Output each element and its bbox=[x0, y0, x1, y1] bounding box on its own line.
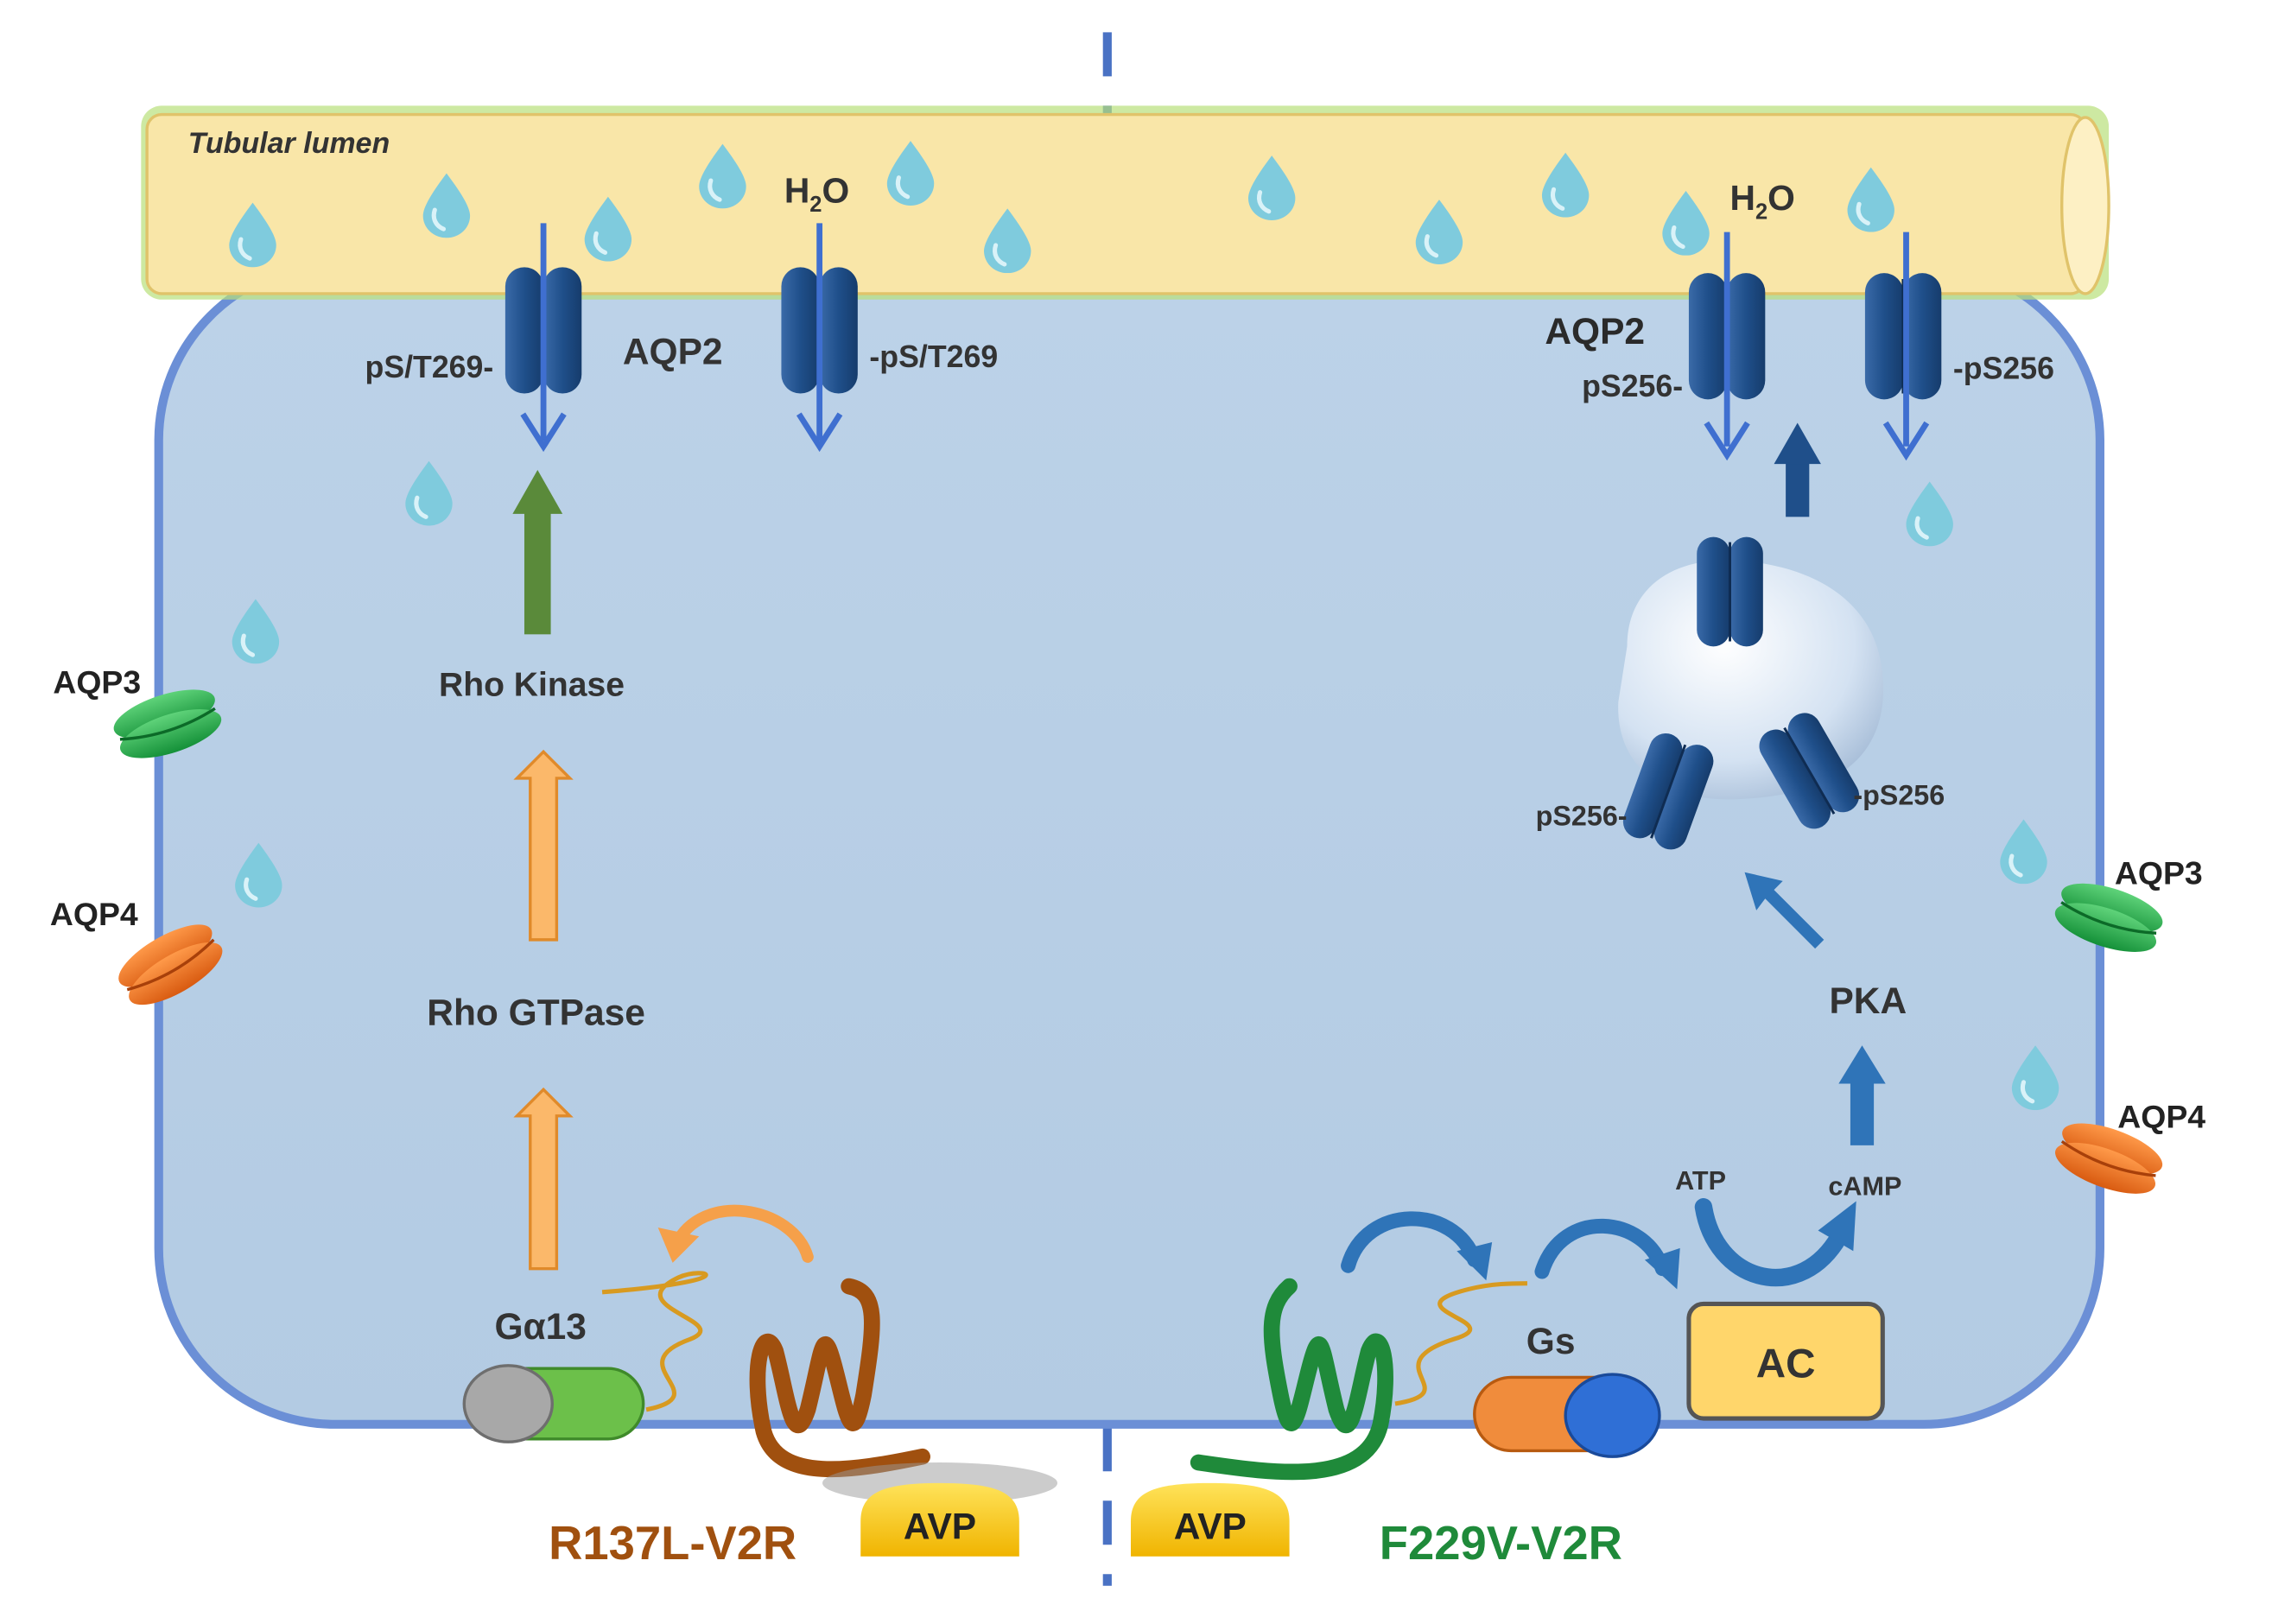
arrow-head-icon bbox=[796, 412, 843, 453]
phospho-label: -pS/T269 bbox=[869, 339, 998, 374]
aqp2-label: AQP2 bbox=[623, 333, 723, 373]
ac-label: AC bbox=[1756, 1341, 1816, 1386]
aqp3-label-left: AQP3 bbox=[53, 663, 141, 700]
gs-label: Gs bbox=[1526, 1322, 1576, 1362]
aqp4-label-right: AQP4 bbox=[2117, 1098, 2205, 1134]
aqp2-label-right: AQP2 bbox=[1545, 312, 1645, 352]
aqp2-channel-icon bbox=[1695, 536, 1765, 648]
left-receptor-label: R137L-V2R bbox=[549, 1517, 796, 1570]
atp-label: ATP bbox=[1675, 1166, 1726, 1196]
phospho-label: pS256- bbox=[1582, 369, 1683, 403]
gs-protein bbox=[1473, 1373, 1661, 1458]
g13-arrow bbox=[513, 1087, 574, 1271]
arrow-head-icon bbox=[520, 412, 567, 453]
pka-arrow bbox=[1744, 872, 1825, 949]
arrow-head-icon bbox=[1882, 421, 1930, 461]
aqp3-label-right: AQP3 bbox=[2115, 854, 2203, 891]
avp-ligand-left bbox=[860, 1482, 1019, 1557]
rho-kinase-label: Rho Kinase bbox=[439, 667, 625, 704]
avp-ligand-right bbox=[1131, 1482, 1290, 1557]
arrow-head-icon bbox=[1704, 421, 1750, 461]
vesicle-phospho-label: pS256- bbox=[1536, 800, 1628, 831]
pka-label: PKA bbox=[1829, 981, 1907, 1022]
atp-conversion-arrow bbox=[1694, 1198, 1845, 1287]
arrow-head-icon bbox=[1838, 1045, 1886, 1084]
rock-arrow bbox=[524, 508, 551, 635]
arrow-head-icon bbox=[1774, 422, 1821, 465]
r137l-v2r-receptor-icon bbox=[749, 1278, 930, 1478]
rho-gtpase-label: Rho GTPase bbox=[427, 993, 645, 1033]
camp-arrow bbox=[1850, 1081, 1875, 1145]
activation-curve-arrow bbox=[1534, 1218, 1670, 1279]
arrow-head-icon bbox=[1644, 1247, 1680, 1290]
camp-label: cAMP bbox=[1828, 1172, 1901, 1202]
cell-body bbox=[154, 259, 2104, 1429]
adenylyl-cyclase bbox=[1686, 1301, 1885, 1421]
h2o-label-left: H2O bbox=[784, 171, 849, 217]
g-protein-linker bbox=[601, 1271, 708, 1412]
avp-label-left: AVP bbox=[904, 1507, 976, 1547]
rho-arrow bbox=[513, 749, 574, 942]
arrow-head-icon bbox=[512, 469, 563, 514]
arrow-head-icon bbox=[1818, 1201, 1856, 1252]
avp-label-right: AVP bbox=[1174, 1507, 1247, 1547]
phospho-label: pS/T269- bbox=[365, 350, 494, 384]
f229v-v2r-receptor-icon bbox=[1190, 1278, 1393, 1481]
vesicle-phospho-label: -pS256 bbox=[1853, 780, 1945, 811]
activation-curve-arrow bbox=[670, 1204, 814, 1263]
exocytosis-arrow bbox=[1786, 460, 1810, 517]
g-alpha13-protein bbox=[462, 1364, 645, 1443]
arrow-head-icon bbox=[1456, 1242, 1493, 1281]
arrow-head-icon bbox=[657, 1228, 700, 1263]
right-receptor-label: F229V-V2R bbox=[1380, 1517, 1622, 1570]
aqp4-label-left: AQP4 bbox=[50, 896, 138, 932]
g-protein-linker bbox=[1394, 1281, 1527, 1406]
lumen-label: Tubular lumen bbox=[188, 127, 390, 160]
h2o-label-right: H2O bbox=[1730, 178, 1795, 224]
tubular-lumen bbox=[141, 105, 2110, 300]
activation-curve-arrow bbox=[1341, 1211, 1482, 1273]
g-alpha13-label: Gα13 bbox=[494, 1307, 586, 1348]
phospho-label: -pS256 bbox=[1953, 352, 2054, 386]
